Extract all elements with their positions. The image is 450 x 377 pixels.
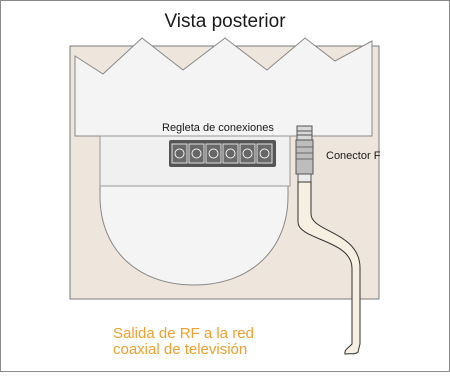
camera-dome: [99, 185, 289, 286]
rf-output-caption-line1: Salida de RF a la red: [113, 325, 254, 342]
terminal-strip-label: Regleta de conexiones: [162, 122, 274, 134]
terminal-strip: [169, 140, 276, 167]
terminal-screw: [208, 148, 219, 159]
terminal-screw: [191, 148, 202, 159]
rf-output-caption-line2: coaxial de televisión: [113, 341, 248, 358]
terminal-screw: [242, 148, 253, 159]
f-connector-body: [295, 139, 314, 175]
f-connector-ferrule: [297, 173, 312, 183]
f-connector-nut: [296, 125, 313, 141]
terminal-screw: [174, 148, 185, 159]
terminal-screws: [171, 143, 273, 164]
diagram-title: Vista posterior: [164, 11, 286, 32]
f-connector-label: Conector F: [326, 150, 381, 162]
terminal-screw: [259, 148, 270, 159]
terminal-screw: [225, 148, 236, 159]
coax-cable: [297, 181, 361, 355]
rf-output-caption: Salida de RF a la red coaxial de televis…: [113, 326, 254, 358]
f-connector: [295, 125, 314, 183]
